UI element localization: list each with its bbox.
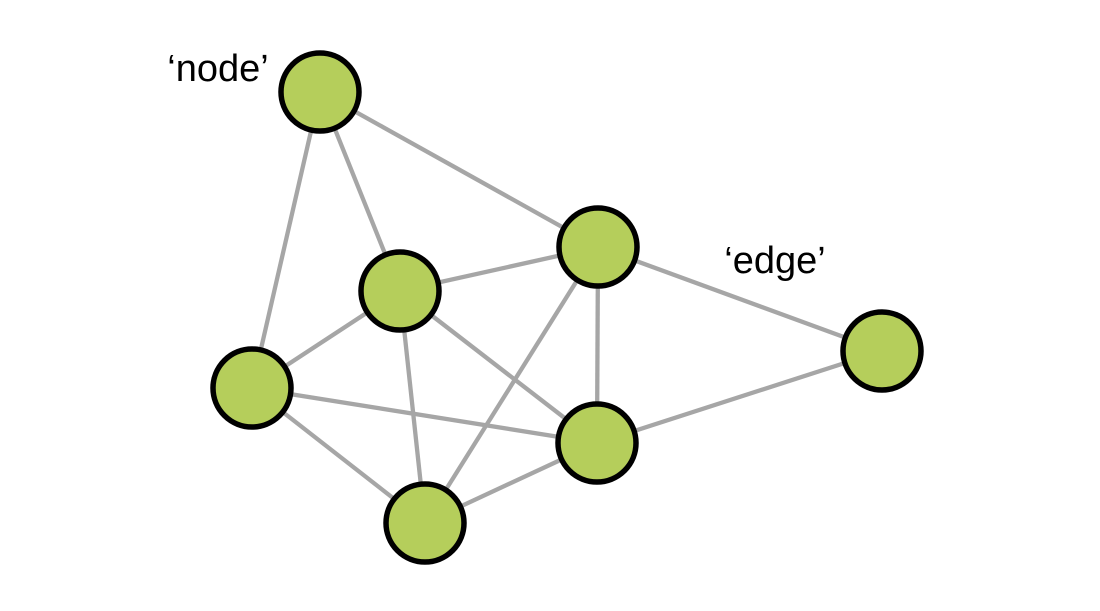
graph-node-top-left	[278, 50, 362, 134]
graph-node-right	[840, 309, 924, 393]
graph-node-left	[210, 346, 294, 430]
graph-node-upper-middle	[556, 205, 640, 289]
graph-edge-upper-middle-bottom	[423, 245, 600, 525]
graph-edge-top-left-upper-middle	[318, 90, 600, 249]
graph-edge-upper-middle-right	[597, 244, 883, 354]
node-label: ‘node’	[167, 48, 268, 90]
edge-label: ‘edge’	[724, 240, 825, 282]
graph-edge-middle-lower-right	[596, 348, 883, 446]
graph-node-middle-left	[358, 249, 442, 333]
graph-edge-top-left-left	[249, 91, 323, 389]
graph-edge-left-middle-lower	[251, 385, 598, 446]
graph-node-bottom	[383, 481, 467, 565]
graph-nodes-layer	[210, 50, 924, 565]
graph-node-middle-lower	[555, 401, 639, 485]
